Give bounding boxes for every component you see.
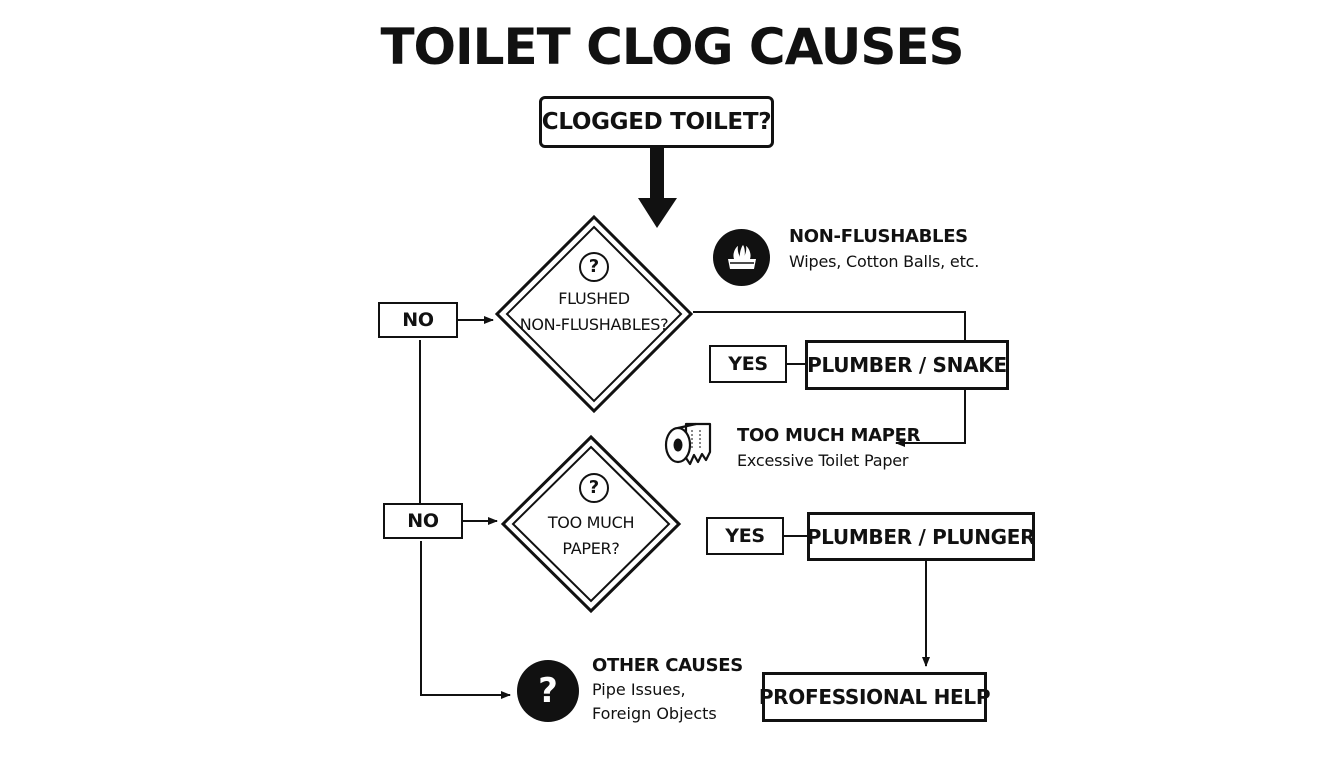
decision-1-line-2: NON-FLUSHABLES?	[519, 315, 669, 334]
toilet-paper-icon	[664, 422, 712, 466]
page-title: TOILET CLOG CAUSES	[380, 18, 964, 76]
plumber-plunger-label: PLUMBER / PLUNGER	[806, 524, 1036, 549]
decision-2-question-icon: ?	[579, 473, 609, 503]
yes-box-2-label: YES	[725, 525, 765, 547]
no-box-1: NO	[378, 302, 458, 338]
professional-help-box: PROFESSIONAL HELP	[758, 672, 991, 722]
other-causes-detail: Pipe Issues, Foreign Objects	[592, 678, 717, 726]
decision-1-question-icon: ?	[579, 252, 609, 282]
other-causes-detail-1: Pipe Issues,	[592, 680, 686, 699]
decision-diamond-too-much-paper	[500, 434, 682, 614]
plumber-snake-label: PLUMBER / SNAKE	[807, 353, 1007, 377]
decision-2-line-1: TOO MUCH	[547, 513, 635, 532]
no-box-2-label: NO	[407, 510, 439, 532]
professional-help-label: PROFESSIONAL HELP	[758, 685, 991, 709]
too-much-paper-detail: Excessive Toilet Paper	[737, 451, 909, 470]
yes-box-1: YES	[709, 345, 787, 383]
non-flushables-connector	[693, 311, 966, 342]
decision-2-line-2: PAPER?	[562, 539, 620, 558]
other-causes-heading: OTHER CAUSES	[592, 655, 743, 676]
wipes-icon	[713, 229, 770, 286]
snake-to-paper-connector	[895, 390, 966, 447]
too-much-paper-heading: TOO MUCH MAPER	[737, 425, 921, 446]
no-box-1-label: NO	[402, 309, 434, 331]
plumber-plunger-box: PLUMBER / PLUNGER	[806, 512, 1036, 561]
yes-box-1-label: YES	[728, 353, 768, 375]
decision-1-line-1: FLUSHED	[558, 289, 630, 308]
decision-2-label: TOO MUCH PAPER?	[491, 510, 691, 562]
decision-1-label: FLUSHED NON-FLUSHABLES?	[494, 286, 694, 338]
non-flushables-heading: NON-FLUSHABLES	[789, 226, 968, 247]
decision-diamond-non-flushables	[494, 214, 694, 414]
start-box: CLOGGED TOILET?	[539, 96, 774, 148]
non-flushables-detail: Wipes, Cotton Balls, etc.	[789, 252, 980, 271]
yes-box-2: YES	[706, 517, 784, 555]
plumber-snake-box: PLUMBER / SNAKE	[805, 340, 1009, 390]
start-box-label: CLOGGED TOILET?	[541, 109, 772, 135]
wipes-icon-glyph	[727, 244, 756, 269]
question-circle-mark: ?	[538, 671, 558, 711]
no-spine-lower	[420, 541, 511, 699]
other-causes-detail-2: Foreign Objects	[592, 704, 717, 723]
question-circle-icon: ?	[517, 660, 579, 722]
no-box-2: NO	[383, 503, 463, 539]
start-down-arrow	[638, 148, 677, 228]
